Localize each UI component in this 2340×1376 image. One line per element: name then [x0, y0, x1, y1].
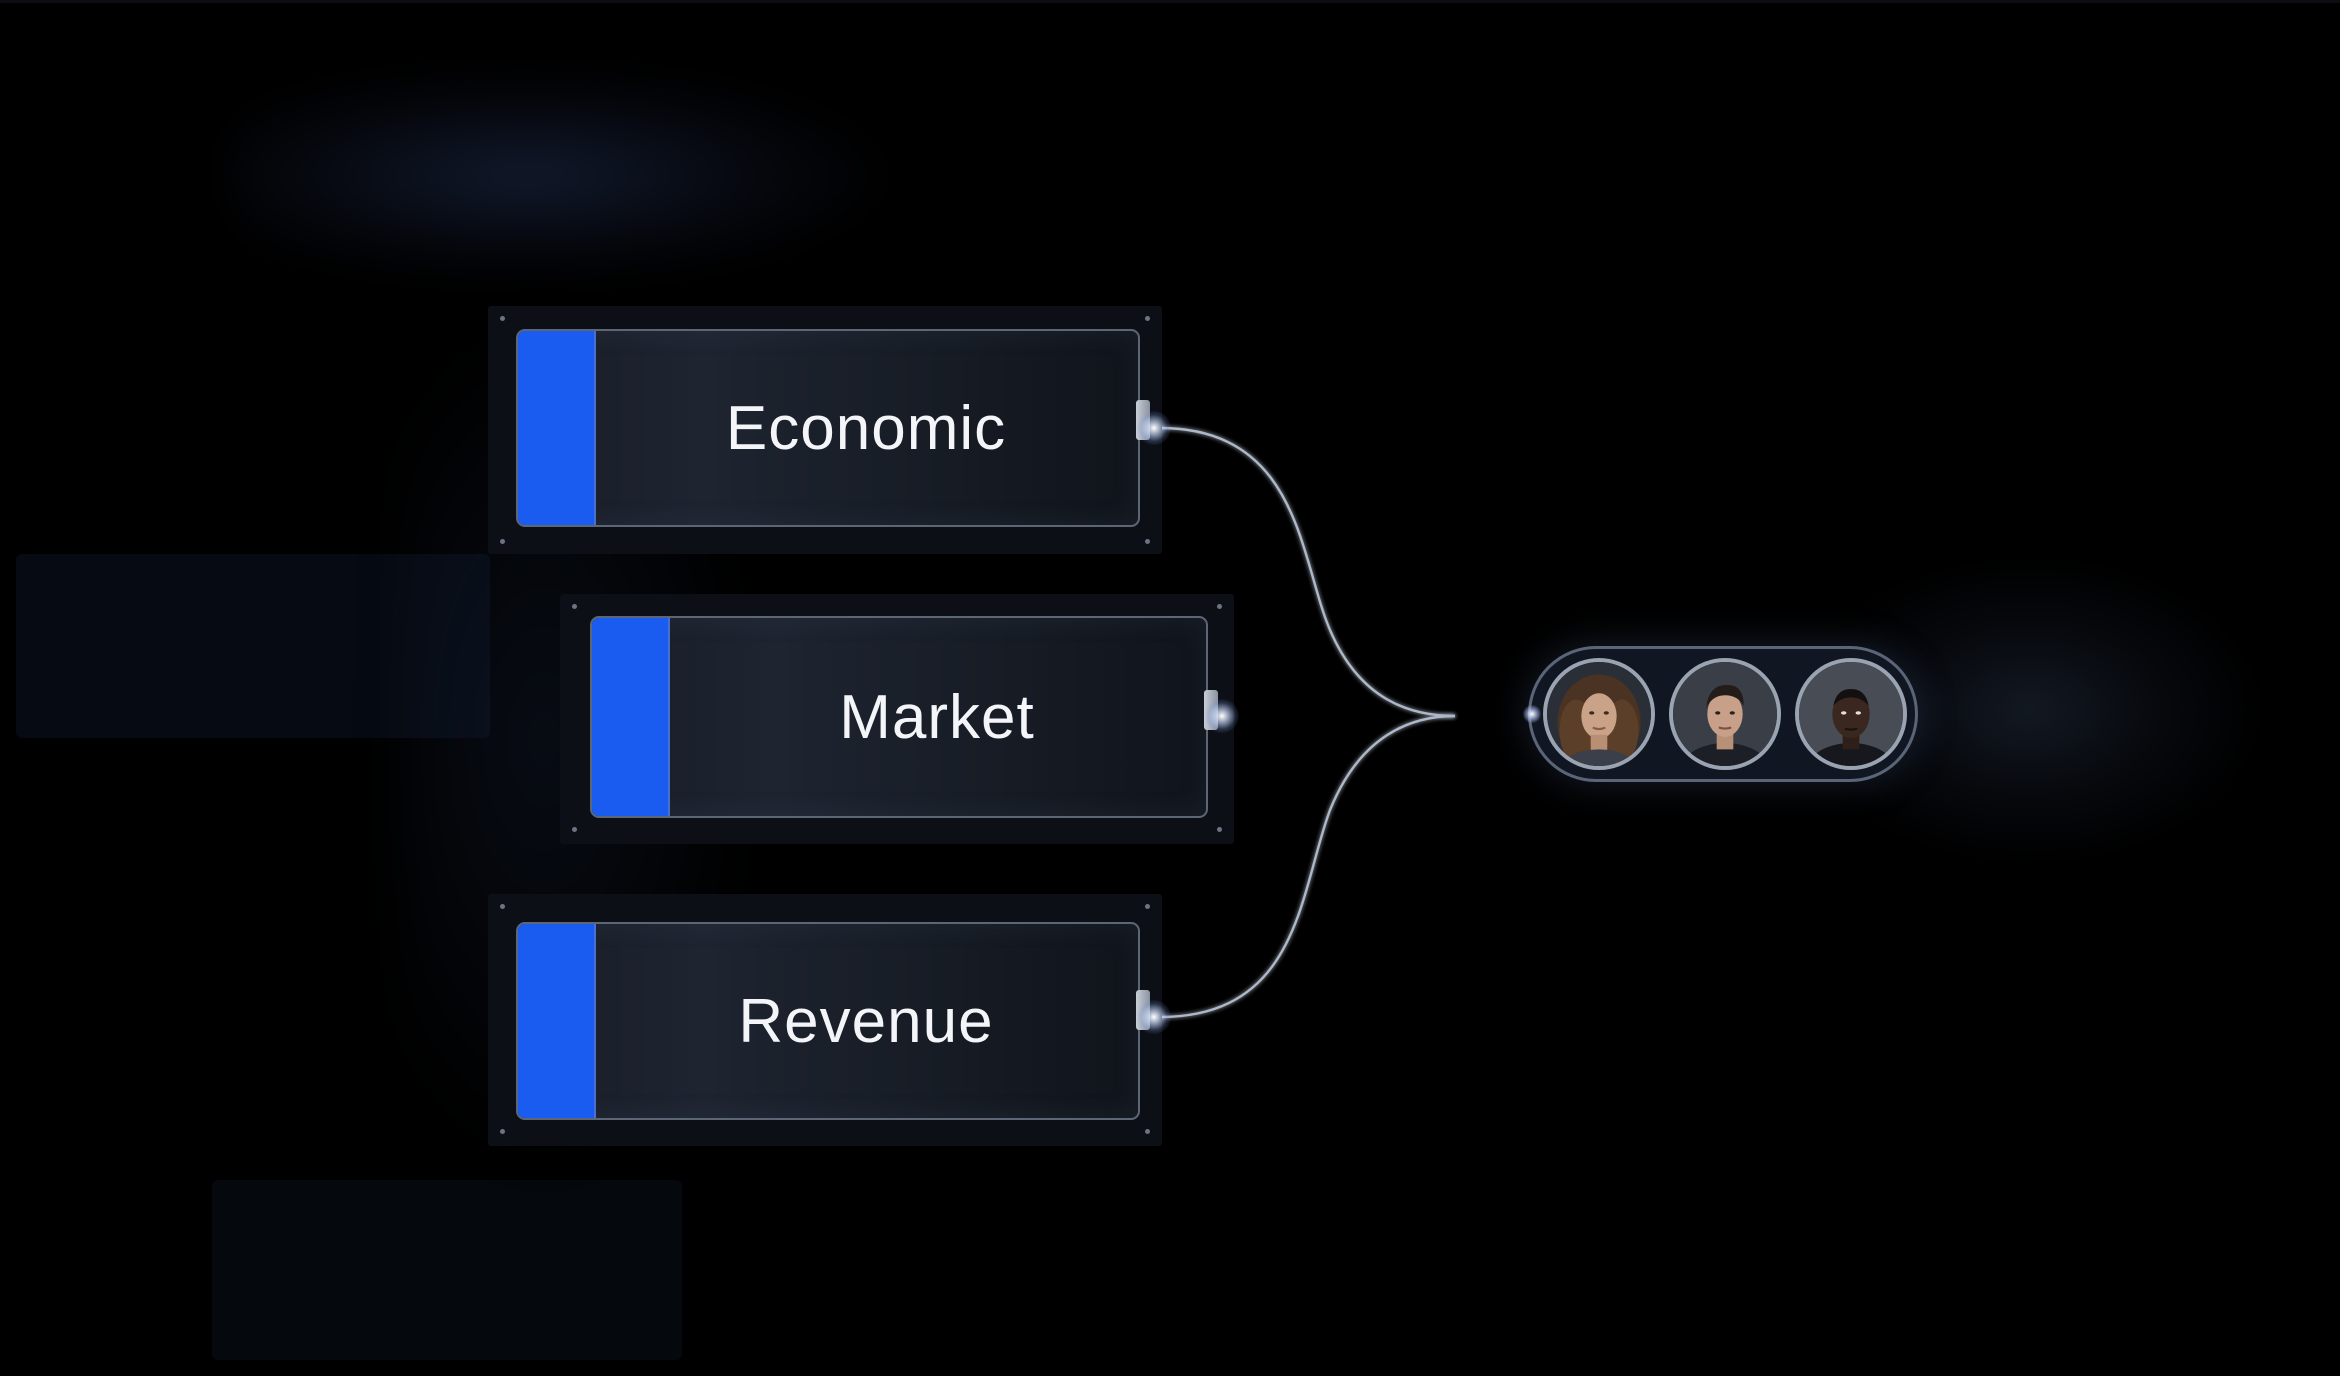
background-panel-left — [16, 554, 490, 738]
corner-dot — [500, 539, 505, 544]
background-panel-bottom — [212, 1180, 682, 1360]
corner-dot — [1145, 904, 1150, 909]
input-card-market[interactable]: Market — [590, 616, 1208, 818]
port-glow — [1205, 699, 1239, 733]
wire-economic — [1159, 426, 1456, 718]
background-glow-top — [230, 70, 890, 280]
pill-input-glow — [1523, 705, 1541, 723]
avatar-dark-skin-man-icon[interactable] — [1795, 658, 1907, 770]
corner-dot — [500, 316, 505, 321]
avatar-man-icon[interactable] — [1669, 658, 1781, 770]
accent-bar — [518, 331, 596, 525]
port-glow — [1137, 1000, 1171, 1034]
corner-dot — [500, 1129, 505, 1134]
corner-dot — [1217, 604, 1222, 609]
accent-bar — [592, 618, 670, 816]
corner-dot — [500, 904, 505, 909]
input-card-economic[interactable]: Economic — [516, 329, 1140, 527]
corner-dot — [1217, 827, 1222, 832]
input-label-market: Market — [839, 682, 1035, 752]
top-edge — [0, 0, 2340, 3]
port-glow — [1137, 411, 1171, 445]
wire-revenue — [1159, 714, 1456, 1019]
corner-dot — [1145, 1129, 1150, 1134]
corner-dot — [1145, 316, 1150, 321]
corner-dot — [572, 827, 577, 832]
input-label-economic: Economic — [725, 393, 1007, 463]
input-card-revenue[interactable]: Revenue — [516, 922, 1140, 1120]
accent-bar — [518, 924, 596, 1118]
corner-dot — [572, 604, 577, 609]
corner-dot — [1145, 539, 1150, 544]
input-label-revenue: Revenue — [738, 986, 994, 1056]
output-avatar-group[interactable] — [1523, 646, 1918, 782]
avatar-woman-icon[interactable] — [1543, 658, 1655, 770]
